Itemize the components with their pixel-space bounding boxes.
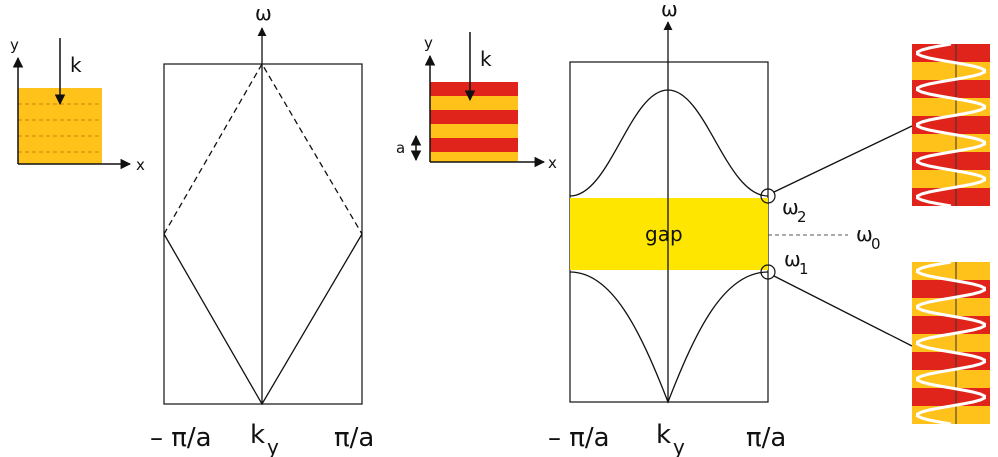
light-line-lower bbox=[163, 233, 363, 406]
layer-yellow bbox=[912, 262, 990, 280]
band-edge-marker-omega1 bbox=[760, 264, 776, 280]
mode-profile-omega2 bbox=[912, 44, 990, 224]
layer-yellow bbox=[912, 98, 990, 116]
layer-red bbox=[430, 138, 518, 152]
omega-axis-label: ω bbox=[661, 0, 678, 21]
period-label: a bbox=[396, 139, 405, 157]
lower-photonic-band bbox=[569, 271, 769, 404]
band-gap-label: gap bbox=[645, 222, 683, 246]
photonic-crystal-dispersion-diagram: gap ω ω 2 ω 0 ω 1 – π/a k y π/a bbox=[548, 0, 913, 457]
field-profile-wave bbox=[916, 44, 986, 206]
omega2-label: ω bbox=[782, 195, 799, 219]
band-gap-region bbox=[570, 198, 768, 270]
layer-yellow bbox=[430, 152, 518, 162]
tick-label-ky-subscript: y bbox=[673, 435, 685, 457]
tick-label-ky-subscript: y bbox=[267, 435, 279, 457]
layer-yellow bbox=[912, 134, 990, 152]
layer-red bbox=[912, 316, 990, 334]
band-edge-marker-omega2 bbox=[760, 188, 776, 204]
light-line-folded-dashed bbox=[163, 62, 363, 235]
layer-red bbox=[912, 80, 990, 98]
layer-red bbox=[912, 188, 990, 206]
tick-label-minus-pi-over-a: – π/a bbox=[548, 423, 610, 453]
layer-yellow bbox=[430, 124, 518, 138]
k-vector-label: k bbox=[480, 47, 492, 71]
layer-red bbox=[912, 116, 990, 134]
layer-yellow bbox=[912, 62, 990, 80]
uniform-dispersion-diagram: ω – π/a k y π/a bbox=[150, 1, 374, 457]
tick-label-pi-over-a: π/a bbox=[334, 423, 374, 453]
layer-red bbox=[912, 352, 990, 370]
layer-yellow bbox=[912, 170, 990, 188]
layer-yellow bbox=[912, 370, 990, 388]
omega1-subscript: 1 bbox=[799, 260, 809, 278]
tick-label-ky: k bbox=[656, 420, 671, 450]
tick-label-ky: k bbox=[250, 420, 265, 450]
connector-line-omega2 bbox=[773, 125, 913, 193]
k-vector-label: k bbox=[70, 53, 82, 77]
brillouin-zone-frame bbox=[163, 63, 363, 405]
omega-axis-label: ω bbox=[255, 1, 272, 25]
y-axis-label: y bbox=[424, 34, 433, 52]
omega2-subscript: 2 bbox=[797, 208, 807, 226]
layer-red bbox=[912, 280, 990, 298]
layer-yellow bbox=[912, 206, 990, 224]
field-profile-wave bbox=[916, 262, 986, 424]
uniform-medium-inset: y x k bbox=[10, 36, 145, 174]
x-axis-label: x bbox=[136, 156, 145, 174]
upper-photonic-band bbox=[569, 89, 769, 197]
tick-label-minus-pi-over-a: – π/a bbox=[150, 423, 212, 453]
omega1-label: ω bbox=[784, 247, 801, 271]
connector-line-omega1 bbox=[773, 275, 913, 347]
omega0-label: ω bbox=[856, 222, 873, 246]
mode-profile-omega1 bbox=[912, 262, 990, 442]
layer-red bbox=[912, 424, 990, 442]
layer-red bbox=[912, 388, 990, 406]
layer-yellow bbox=[912, 334, 990, 352]
periodic-multilayer-inset: y x k a bbox=[396, 32, 557, 172]
layer-yellow bbox=[430, 96, 518, 110]
layer-red bbox=[912, 44, 990, 62]
x-axis-label: x bbox=[548, 154, 557, 172]
layer-red bbox=[430, 82, 518, 96]
layer-red bbox=[912, 152, 990, 170]
omega0-subscript: 0 bbox=[871, 235, 881, 253]
y-axis-label: y bbox=[10, 36, 19, 54]
layer-red bbox=[430, 110, 518, 124]
layer-yellow bbox=[912, 298, 990, 316]
tick-label-pi-over-a: π/a bbox=[746, 423, 786, 453]
layer-yellow bbox=[912, 406, 990, 424]
